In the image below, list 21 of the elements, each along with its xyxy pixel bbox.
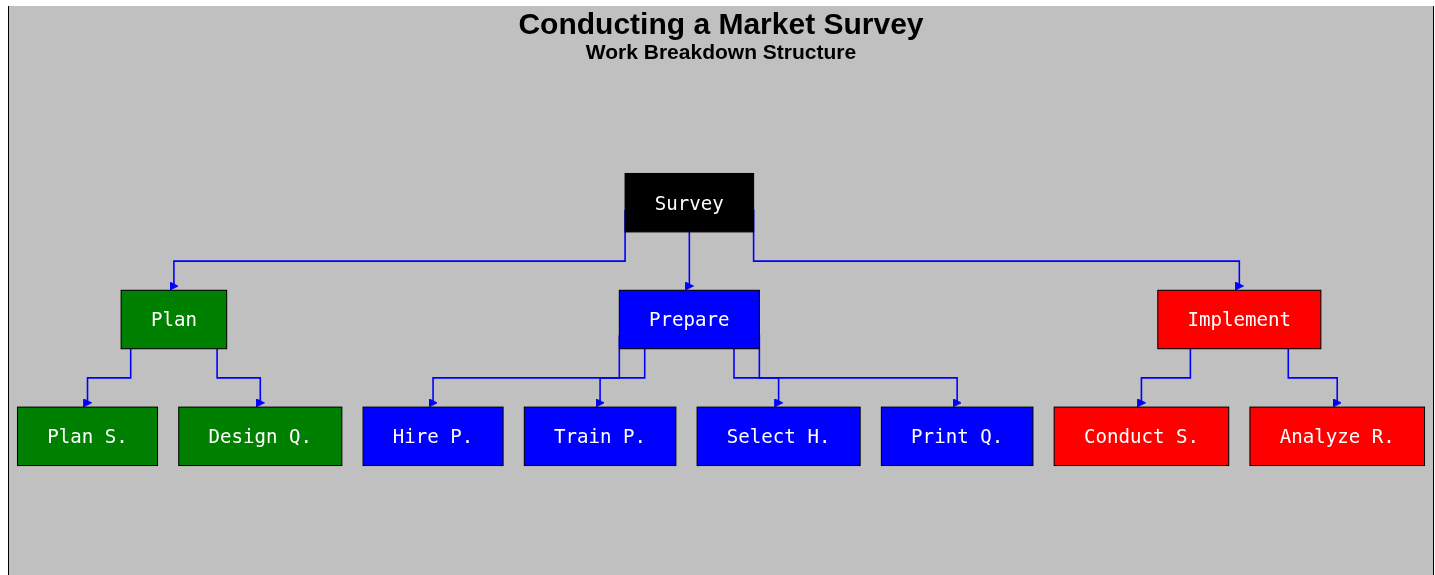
node-box: Print Q. — [880, 406, 1034, 467]
subtitle: Work Breakdown Structure — [585, 40, 857, 64]
node-box: Analyze R. — [1249, 406, 1426, 467]
arrow — [82, 347, 132, 408]
arrow — [1287, 347, 1342, 408]
node-box: Plan S. — [16, 406, 159, 467]
node-box: Hire P. — [362, 406, 504, 467]
node-box: Train P. — [523, 406, 677, 467]
node-box: Implement — [1157, 289, 1322, 350]
diagram-title: Conducting a Market Survey — [518, 8, 924, 40]
arrow — [595, 347, 646, 408]
arrow — [733, 347, 784, 408]
node-box: Plan — [120, 289, 228, 350]
arrow — [216, 347, 265, 408]
node-box: Survey — [624, 172, 755, 233]
node-box: Select H. — [696, 406, 861, 467]
arrow — [684, 231, 694, 291]
node-box: Design Q. — [178, 406, 343, 467]
node-box: Conduct S. — [1053, 406, 1230, 467]
arrow — [1136, 347, 1192, 408]
node-box: Prepare — [618, 289, 760, 350]
